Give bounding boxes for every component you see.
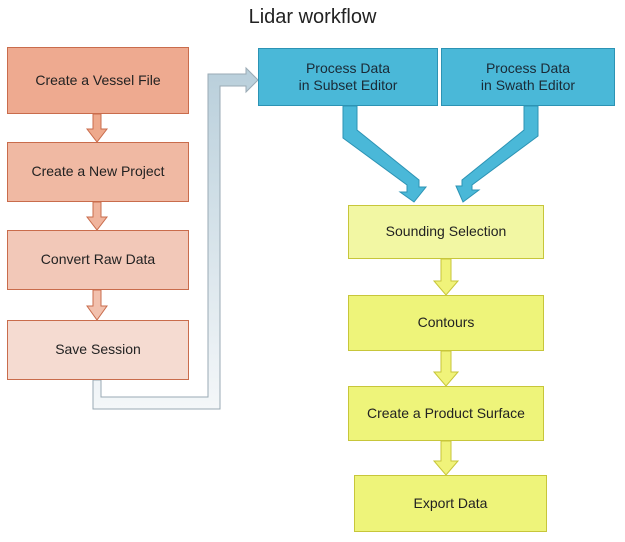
diagram-title: Lidar workflow bbox=[248, 6, 377, 28]
arrow-contours-to-surface bbox=[432, 350, 460, 387]
step-save-session: Save Session bbox=[7, 320, 189, 380]
arrow-swath-to-sounding bbox=[455, 105, 539, 203]
step-create-new-project: Create a New Project bbox=[7, 142, 189, 202]
step-process-subset-editor: Process Data in Subset Editor bbox=[258, 48, 438, 106]
step-create-product-surface: Create a Product Surface bbox=[348, 386, 544, 441]
step-process-swath-editor: Process Data in Swath Editor bbox=[441, 48, 615, 106]
arrow-subset-to-sounding bbox=[342, 105, 428, 203]
step-sounding-selection: Sounding Selection bbox=[348, 205, 544, 259]
step-create-vessel-file: Create a Vessel File bbox=[7, 47, 189, 114]
step-convert-raw-data: Convert Raw Data bbox=[7, 230, 189, 290]
arrow-project-to-convert bbox=[85, 201, 109, 231]
step-export-data: Export Data bbox=[354, 475, 547, 532]
arrow-vessel-to-project bbox=[85, 113, 109, 143]
arrow-sounding-to-contours bbox=[432, 258, 460, 296]
connector-save-to-subset bbox=[92, 66, 259, 410]
arrow-surface-to-export bbox=[432, 440, 460, 476]
arrow-convert-to-save bbox=[86, 289, 108, 321]
step-contours: Contours bbox=[348, 295, 544, 351]
